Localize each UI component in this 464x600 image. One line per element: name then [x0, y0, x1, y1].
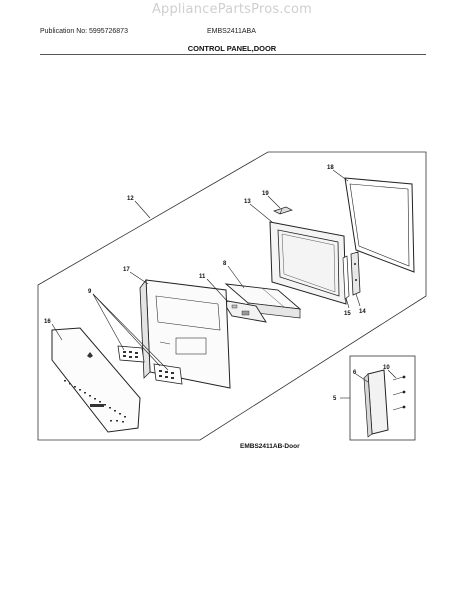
- callout-13: 13: [244, 199, 251, 205]
- callout-leader-lines: [51, 169, 397, 399]
- header-divider: [40, 54, 426, 55]
- part-16-control-overlay: [51, 327, 141, 433]
- callout-18: 18: [327, 165, 334, 171]
- callout-14: 14: [359, 309, 366, 315]
- callout-16: 16: [44, 319, 51, 325]
- publication-number: Publication No: 5995726873: [40, 28, 128, 35]
- part-10-handle-screws: [392, 375, 406, 411]
- callout-17: 17: [123, 267, 130, 273]
- callout-6: 6: [353, 370, 357, 376]
- callout-8: 8: [223, 261, 227, 267]
- callout-11: 11: [199, 274, 206, 280]
- part-14-latch: [350, 251, 361, 296]
- part-13-door-panel: [269, 221, 347, 305]
- part-15-strip: [342, 255, 350, 300]
- part-18-door-frame: [344, 177, 415, 273]
- part-17-panel-housing: [139, 278, 231, 389]
- section-title: CONTROL PANEL,DOOR: [187, 44, 277, 53]
- diagram-caption: EMBS2411AB-Door: [240, 443, 300, 450]
- part-11-control-board: [221, 299, 267, 323]
- part-6-door-handle: [363, 369, 389, 438]
- callout-15: 15: [344, 311, 351, 317]
- callout-10: 10: [383, 365, 390, 371]
- part-9-keypad-membranes: [117, 345, 183, 385]
- callout-5: 5: [333, 396, 337, 402]
- callout-19: 19: [262, 191, 269, 197]
- callout-9: 9: [88, 289, 92, 295]
- callout-12: 12: [127, 196, 134, 202]
- part-19-clip: [273, 206, 293, 215]
- model-number: EMBS2411ABA: [207, 28, 256, 35]
- site-watermark: AppliancePartsPros.com: [151, 2, 313, 17]
- assembly-outline: [37, 151, 427, 441]
